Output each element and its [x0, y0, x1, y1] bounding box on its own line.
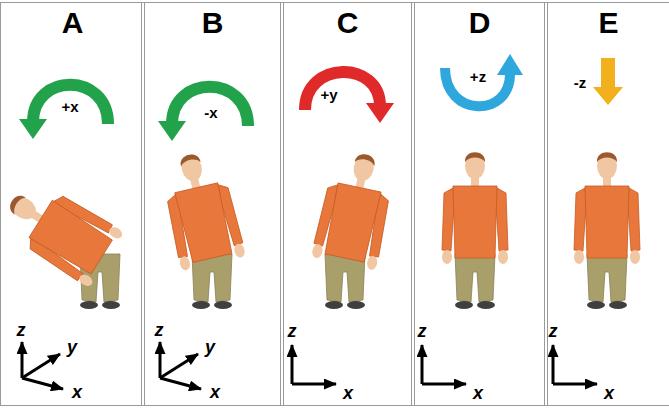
figure-upper-body [442, 152, 508, 264]
figure-upper-body [574, 152, 640, 264]
axis-label: z [155, 320, 164, 341]
figure-upper-body [0, 173, 124, 288]
figure-backward-lean [157, 147, 246, 309]
axis-triad [160, 342, 201, 389]
figure-upper-body [311, 148, 399, 271]
rotation-arrow [19, 85, 108, 139]
direction-label: +z [470, 68, 486, 85]
figure-legs [325, 254, 365, 309]
rotation-arrow [305, 72, 394, 123]
axis-label: z [549, 321, 558, 342]
axis-pair [422, 345, 466, 384]
axis-label: z [17, 320, 26, 341]
rotation-arrow [445, 54, 523, 106]
direction-label: -x [204, 104, 217, 121]
figure-legs [192, 254, 232, 309]
panel-box: D [411, 2, 548, 406]
panel-letter: B [142, 3, 283, 40]
panel-box: E [544, 2, 669, 406]
figure-upright [574, 152, 640, 309]
axis-label: x [343, 383, 353, 404]
axis-label: x [210, 382, 220, 403]
figure-side-bend [311, 148, 399, 309]
rotation-arrow [158, 87, 248, 141]
translation-arrow [593, 58, 623, 105]
figure-upright [442, 152, 508, 309]
figure-legs [455, 254, 495, 309]
direction-label: +y [320, 86, 337, 103]
panel-letter: A [1, 3, 144, 40]
axis-label: x [604, 383, 614, 404]
axis-pair [553, 345, 597, 384]
axis-label: z [418, 321, 427, 342]
figure-forward-bend [0, 173, 124, 309]
panel-letter: E [545, 3, 669, 40]
axis-label: x [72, 382, 82, 403]
axis-label: z [288, 321, 297, 342]
panel-box: C [280, 2, 415, 406]
direction-label: +x [61, 98, 78, 115]
axis-pair [292, 345, 336, 384]
axis-label: x [473, 383, 483, 404]
panel-letter: D [412, 3, 547, 40]
direction-label: -z [574, 74, 587, 91]
axis-label: y [205, 337, 215, 358]
figure-legs [587, 254, 627, 309]
axis-triad [22, 342, 63, 389]
panel-letter: C [281, 3, 414, 40]
figure-upper-body [157, 147, 246, 271]
axis-label: y [67, 337, 77, 358]
